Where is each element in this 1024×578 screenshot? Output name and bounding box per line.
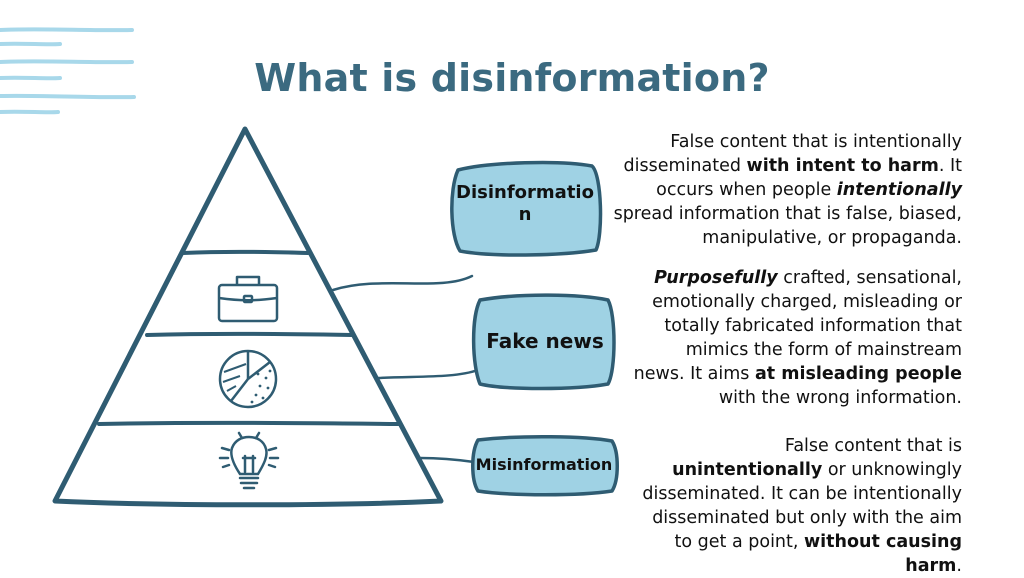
desc-text: False content that is intentionally diss… [623,132,962,176]
desc-bold: without causing harm [804,532,962,576]
desc-bold: unintentionally [672,460,823,480]
label-disinformation: Disinformation [456,182,594,225]
label-box-shapes [450,160,619,497]
desc-text: crafted, sensational, emotionally charge… [633,268,962,384]
page-title: What is disinformation? [254,56,770,100]
connectors [331,274,480,464]
label-misinformation: Misinformation [475,455,613,475]
desc-bold: with intent to harm [746,156,939,176]
briefcase-icon [217,275,279,323]
description-disinformation: False content that is intentionally diss… [602,130,962,250]
label-fake-news: Fake news [486,329,604,353]
desc-text: spread information that is false, biased… [613,204,962,248]
description-fake-news: Purposefully crafted, sensational, emoti… [632,266,962,410]
decorative-lines-icon [0,27,136,115]
desc-bold-italic: Purposefully [654,268,778,288]
desc-bold: at misleading people [754,364,962,384]
pyramid [52,126,444,508]
desc-text: . It occurs when people [656,156,962,200]
desc-text: with the wrong information. [718,388,962,408]
pie-chart-icon [218,349,278,409]
desc-text: False content that is [784,436,962,456]
desc-bold-italic: intentionally [836,180,962,200]
lightbulb-icon [218,431,280,490]
desc-text: . [956,556,962,576]
description-misinformation: False content that is unintentionally or… [632,434,962,578]
desc-text: or unknowingly disseminated. It can be i… [642,460,962,552]
